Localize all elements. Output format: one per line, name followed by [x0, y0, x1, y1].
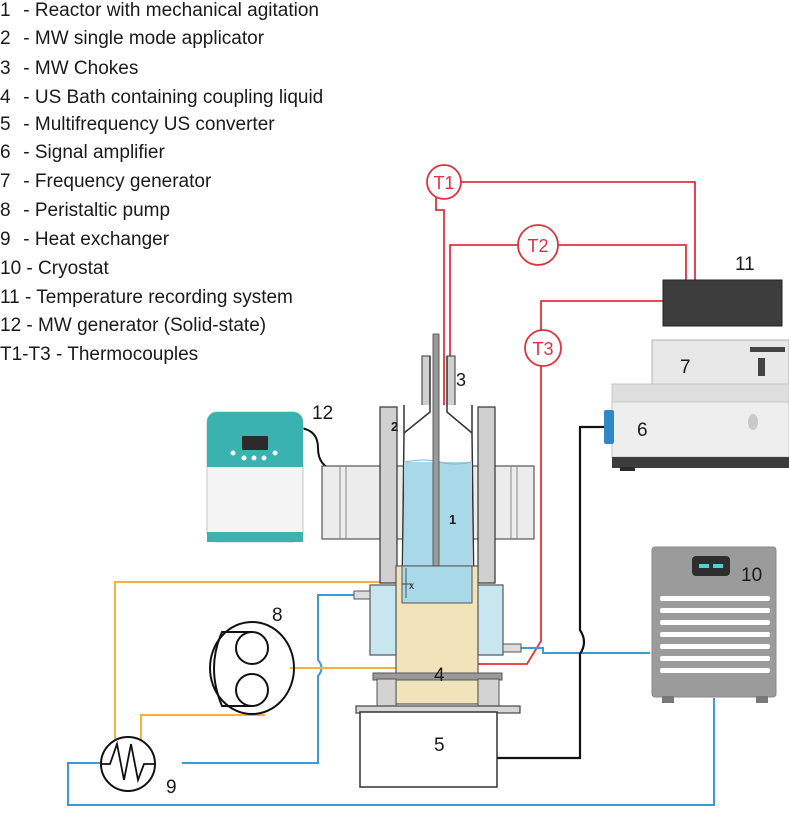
label-x: x [409, 581, 414, 592]
stirrer-shaft [432, 333, 440, 599]
thermocouple-t3 [524, 329, 562, 367]
label-11: 11 [735, 254, 755, 275]
peristaltic-pump [209, 621, 295, 715]
us-converter [355, 705, 521, 788]
mw-generator-cable [299, 427, 335, 471]
t1-probe [435, 196, 445, 485]
water-line-return [67, 698, 715, 806]
label-1: 1 [449, 512, 456, 527]
legend-item-11: 11 - Temperature recording system [0, 287, 293, 308]
temperature-recorder [662, 279, 783, 327]
applicator-wall-left [379, 406, 398, 584]
component-labels: 1 2 3 4 5 6 7 8 9 10 11 12 x [166, 254, 762, 798]
label-9: 9 [166, 777, 177, 798]
legend-item-thermocouples: T1-T3 - Thermocouples [0, 344, 199, 365]
frequency-generator [651, 339, 789, 385]
legend-item-9: 9 - Heat exchanger [0, 229, 170, 250]
coolant-line-pump [140, 714, 265, 742]
label-7: 7 [680, 357, 691, 378]
applicator-wall-right [477, 406, 496, 584]
legend-item-12: 12 - MW generator (Solid-state) [0, 315, 267, 336]
signal-cable [497, 425, 604, 760]
legend-item-6: 6 - Signal amplifier [0, 142, 165, 163]
cryostat [651, 546, 777, 703]
label-t3: T3 [532, 339, 553, 359]
label-5: 5 [434, 735, 445, 756]
t3-line-to-recorder [540, 300, 665, 330]
bath-inlet [353, 590, 371, 600]
legend-item-4: 4 - US Bath containing coupling liquid [0, 87, 324, 108]
water-line-bath-inlet [182, 594, 354, 764]
label-2: 2 [391, 419, 398, 434]
legend-item-5: 5 - Multifrequency US converter [0, 114, 275, 135]
amplifier-connector [604, 410, 614, 444]
mw-generator [206, 411, 304, 543]
legend-item-1: 1 - Reactor with mechanical agitation [0, 0, 319, 21]
label-10: 10 [741, 565, 762, 586]
heat-exchanger [100, 736, 156, 792]
mw-generator-display [242, 436, 268, 450]
choke-left [421, 355, 431, 409]
legend-item-8: 8 - Peristaltic pump [0, 200, 171, 221]
legend-item-7: 7 - Frequency generator [0, 171, 212, 192]
signal-amplifier [604, 383, 789, 471]
thermocouples: T1 T2 T3 [426, 164, 562, 367]
thermocouple-t1 [426, 164, 462, 200]
label-4: 4 [434, 665, 445, 686]
thermocouple-t2 [517, 224, 559, 266]
us-bath [353, 565, 522, 708]
label-t2: T2 [527, 236, 548, 256]
t3-probe [475, 366, 542, 665]
choke-right [446, 355, 456, 409]
cryostat-display [692, 556, 730, 576]
label-t1: T1 [433, 173, 454, 193]
t1-line-to-recorder [459, 181, 696, 280]
bath-outlet [502, 643, 522, 653]
label-3: 3 [456, 370, 466, 390]
t2-line-to-recorder [558, 244, 687, 280]
legend-item-3: 3 - MW Chokes [0, 58, 139, 79]
label-12: 12 [312, 403, 333, 424]
legend-item-10: 10 - Cryostat [0, 258, 109, 279]
legend-item-2: 2 - MW single mode applicator [0, 28, 265, 49]
label-8: 8 [272, 605, 283, 626]
coolant-line-out [114, 581, 395, 742]
label-6: 6 [637, 420, 648, 441]
